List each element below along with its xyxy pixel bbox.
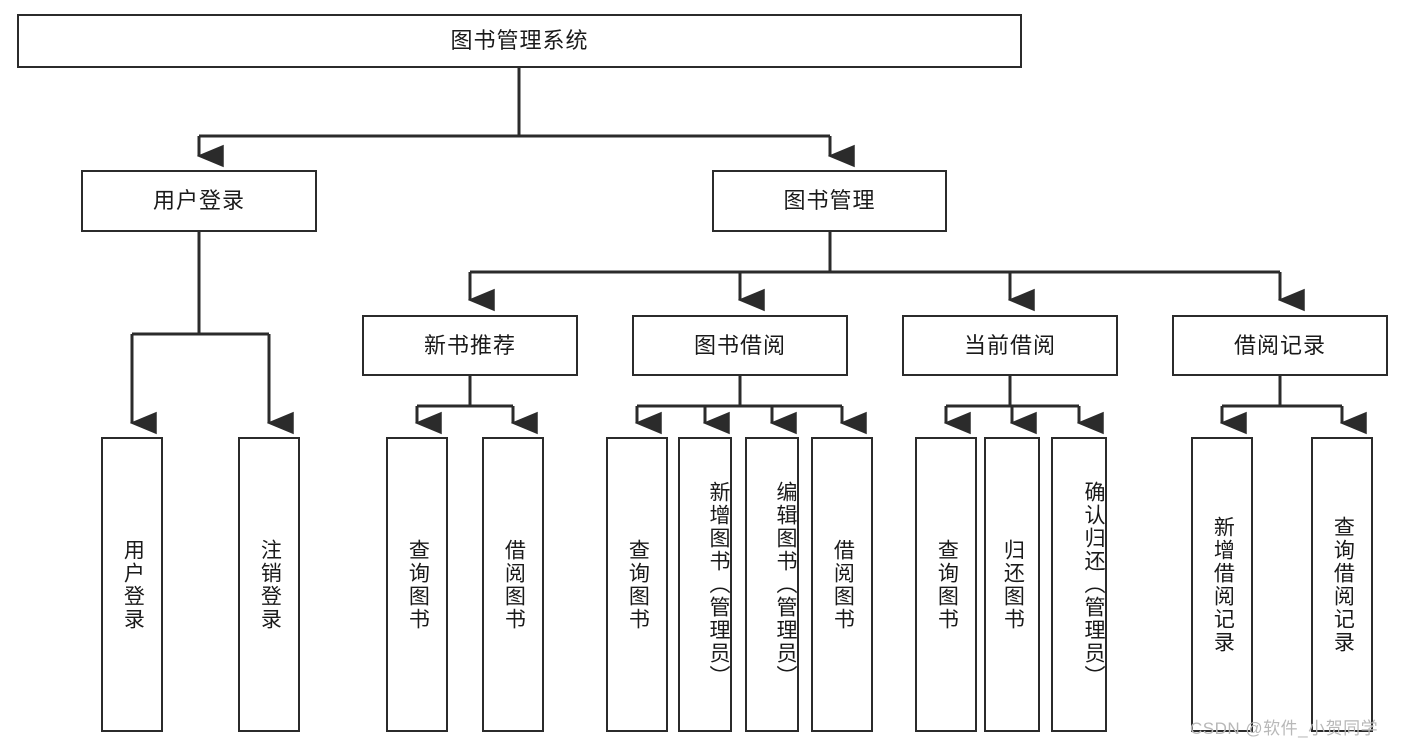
node-label: 确认归还（管理员） bbox=[1082, 481, 1105, 688]
node-leaf-borrow-book-2[interactable]: 借阅图书 bbox=[811, 437, 873, 732]
node-book-borrow[interactable]: 图书借阅 bbox=[632, 315, 848, 376]
node-label: 借阅记录 bbox=[1233, 332, 1326, 358]
node-label: 用户登录 bbox=[121, 538, 145, 631]
node-label: 新增借阅记录 bbox=[1211, 515, 1235, 654]
node-current-borrow[interactable]: 当前借阅 bbox=[902, 315, 1118, 376]
node-leaf-query-book-2[interactable]: 查询图书 bbox=[606, 437, 668, 732]
node-leaf-confirm-return-admin[interactable]: 确认归还（管理员） bbox=[1051, 437, 1107, 732]
node-label: 编辑图书（管理员） bbox=[774, 481, 797, 688]
node-label: 注销登录 bbox=[258, 538, 282, 631]
node-borrow-record[interactable]: 借阅记录 bbox=[1172, 315, 1388, 376]
node-leaf-add-borrow-record[interactable]: 新增借阅记录 bbox=[1191, 437, 1253, 732]
node-label: 查询图书 bbox=[626, 538, 650, 631]
node-label: 图书借阅 bbox=[693, 332, 786, 358]
node-label: 查询借阅记录 bbox=[1331, 515, 1355, 654]
node-leaf-borrow-book-1[interactable]: 借阅图书 bbox=[482, 437, 544, 732]
node-label: 用户登录 bbox=[152, 188, 245, 214]
node-label: 图书管理系统 bbox=[450, 28, 589, 54]
node-leaf-return-book[interactable]: 归还图书 bbox=[984, 437, 1040, 732]
node-label: 查询图书 bbox=[406, 538, 430, 631]
node-leaf-logout-login[interactable]: 注销登录 bbox=[238, 437, 300, 732]
node-label: 新书推荐 bbox=[423, 332, 516, 358]
node-label: 查询图书 bbox=[935, 538, 959, 631]
node-leaf-add-book-admin[interactable]: 新增图书（管理员） bbox=[678, 437, 732, 732]
node-label: 借阅图书 bbox=[831, 538, 855, 631]
node-label: 借阅图书 bbox=[502, 538, 526, 631]
node-label: 图书管理 bbox=[783, 188, 876, 214]
node-leaf-user-login[interactable]: 用户登录 bbox=[101, 437, 163, 732]
node-book-manage[interactable]: 图书管理 bbox=[712, 170, 947, 232]
node-new-book-recommend[interactable]: 新书推荐 bbox=[362, 315, 578, 376]
node-label: 当前借阅 bbox=[963, 332, 1056, 358]
node-leaf-edit-book-admin[interactable]: 编辑图书（管理员） bbox=[745, 437, 799, 732]
csdn-watermark: CSDN @软件_小贺同学 bbox=[1190, 719, 1379, 738]
node-label: 归还图书 bbox=[1001, 538, 1025, 631]
node-root-system[interactable]: 图书管理系统 bbox=[17, 14, 1022, 68]
node-leaf-query-book-3[interactable]: 查询图书 bbox=[915, 437, 977, 732]
node-user-login[interactable]: 用户登录 bbox=[81, 170, 317, 232]
node-leaf-query-borrow-record[interactable]: 查询借阅记录 bbox=[1311, 437, 1373, 732]
node-label: 新增图书（管理员） bbox=[707, 481, 730, 688]
node-leaf-query-book-1[interactable]: 查询图书 bbox=[386, 437, 448, 732]
